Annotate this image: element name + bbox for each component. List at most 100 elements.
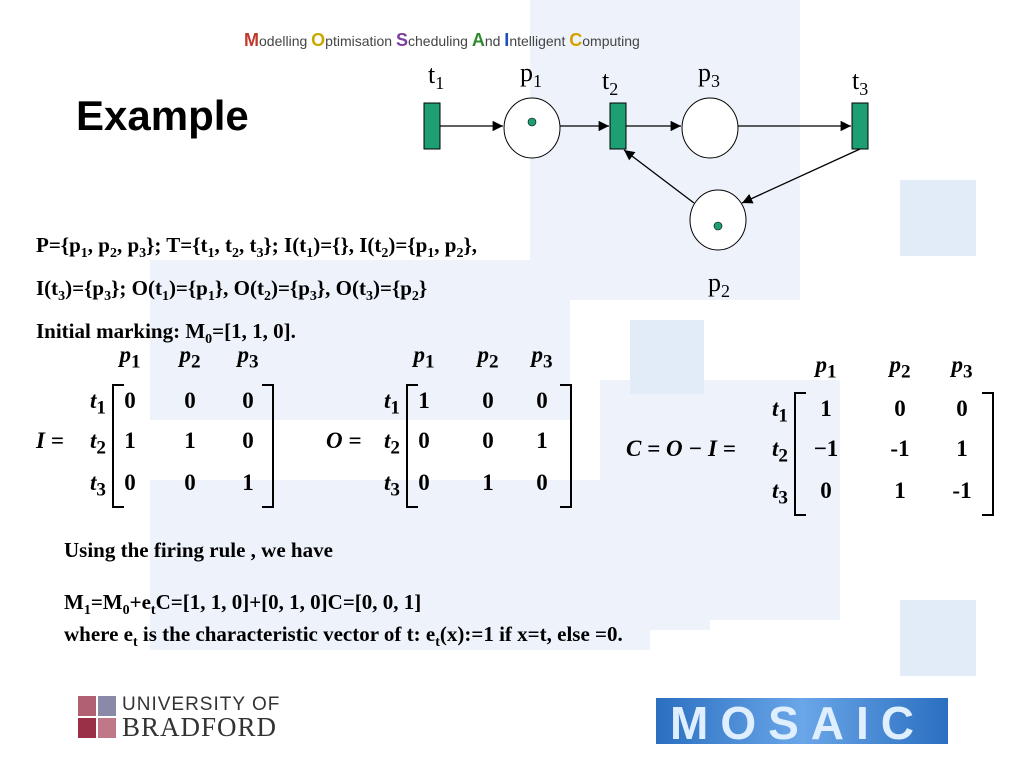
place-p3 — [681, 97, 739, 159]
token-p2 — [713, 221, 723, 231]
banner-word-rest: omputing — [582, 33, 640, 49]
label-t1: t1 — [428, 60, 445, 94]
background-block — [900, 180, 976, 256]
definition-line: I(t3)={p3}; O(t1)={p1}, O(t2)={p3}, O(t3… — [36, 276, 428, 305]
matrix-cell: 1 — [536, 428, 548, 453]
arc-t3-p2 — [741, 148, 861, 204]
matrix-cell: 0 — [124, 470, 136, 495]
place-p2 — [689, 189, 747, 251]
matrix-col-header: p2 — [889, 352, 911, 383]
definition-line: Initial marking: M0=[1, 1, 0]. — [36, 319, 296, 348]
matrix-bracket — [112, 384, 124, 508]
matrix-cell: -1 — [952, 478, 972, 503]
matrix-bracket — [406, 384, 418, 508]
matrix-cell: 0 — [242, 388, 254, 413]
banner-word-initial: C — [569, 30, 583, 50]
firing-rule-explanation: where et is the characteristic vector of… — [64, 622, 623, 651]
definition-line: P={p1, p2, p3}; T={t1, t2, t3}; I(t1)={}… — [36, 233, 478, 262]
background-block — [630, 320, 704, 394]
matrix-name: O = — [326, 428, 362, 453]
background-block — [900, 600, 976, 676]
label-p3: p3 — [698, 58, 720, 92]
matrix-cell: 0 — [482, 428, 494, 453]
matrix-cell: 1 — [418, 388, 430, 413]
place-p1 — [503, 97, 561, 159]
matrix-cell: 0 — [956, 396, 968, 421]
matrix-col-header: p2 — [179, 342, 201, 373]
banner-word-initial: M — [244, 30, 259, 50]
banner-word-initial: I — [504, 30, 510, 50]
matrix-row-header: t2 — [384, 428, 400, 459]
net-definition: P={p1, p2, p3}; T={t1, t2, t3}; I(t1)={}… — [36, 228, 477, 358]
matrix-cell: −1 — [813, 436, 839, 461]
label-t2: t2 — [602, 66, 619, 100]
matrix-col-header: p1 — [815, 352, 837, 383]
token-p1 — [527, 117, 537, 127]
matrix-cell: 0 — [418, 428, 430, 453]
header-banner: Modelling Optimisation Scheduling And In… — [244, 30, 640, 51]
matrix-cell: 0 — [482, 388, 494, 413]
matrix-col-header: p1 — [119, 342, 141, 373]
matrix-cell: 1 — [956, 436, 968, 461]
banner-word-rest: ptimisation — [325, 33, 396, 49]
matrix-cell: 1 — [124, 428, 136, 453]
university-name-line2: BRADFORD — [122, 712, 278, 742]
background-block — [150, 260, 570, 420]
matrix-bracket — [794, 392, 806, 516]
banner-word: Modelling — [244, 30, 312, 50]
matrix-cell: 1 — [894, 478, 906, 503]
firing-rule-equation: M1=M0+etC=[1, 1, 0]+[0, 1, 0]C=[0, 0, 1] — [64, 590, 422, 619]
banner-word-initial: O — [311, 30, 326, 50]
matrix-cell: 0 — [894, 396, 906, 421]
firing-rule-intro: Using the firing rule , we have — [64, 538, 333, 562]
matrix-bracket — [560, 384, 572, 508]
matrix-cell: 0 — [124, 388, 136, 413]
matrix-cell: 1 — [482, 470, 494, 495]
matrix-row-header: t1 — [384, 388, 400, 419]
page-title: Example — [76, 92, 249, 139]
matrix-col-header: p3 — [237, 342, 259, 373]
university-name-line1: UNIVERSITY OF — [122, 694, 281, 715]
background-block — [530, 0, 800, 300]
label-p2: p2 — [708, 268, 730, 302]
banner-word-rest: odelling — [259, 33, 312, 49]
matrix-row-header: t1 — [90, 388, 106, 419]
matrix-row-header: t2 — [772, 436, 788, 467]
matrix-cell: 0 — [536, 388, 548, 413]
matrix-cell: 1 — [820, 396, 832, 421]
banner-word-initial: A — [471, 30, 485, 50]
banner-word-rest: ntelligent — [509, 33, 570, 49]
transition-t2 — [609, 102, 627, 150]
matrix-bracket — [262, 384, 274, 508]
matrix-cell: 0 — [242, 428, 254, 453]
matrix-cell: 1 — [184, 428, 196, 453]
banner-word: Computing — [569, 30, 640, 50]
transition-t3 — [851, 102, 869, 150]
matrix-row-header: t3 — [772, 478, 788, 509]
matrix-row-header: t1 — [772, 396, 788, 427]
matrix-cell: 0 — [418, 470, 430, 495]
matrix-col-header: p3 — [531, 342, 553, 373]
banner-word: Scheduling — [396, 30, 472, 50]
matrix-cell: -1 — [890, 436, 910, 461]
matrix-bracket — [982, 392, 994, 516]
matrix-cell: 0 — [184, 388, 196, 413]
banner-word-rest: nd — [484, 33, 505, 49]
matrix-cell: 0 — [820, 478, 832, 503]
banner-word: Optimisation — [311, 30, 396, 50]
matrix-cell: 0 — [536, 470, 548, 495]
matrix-row-header: t3 — [90, 470, 106, 501]
matrix-col-header: p3 — [951, 352, 973, 383]
label-p1: p1 — [520, 58, 542, 92]
arc-p2-t2 — [623, 149, 695, 204]
matrix-name: C = O − I = — [626, 436, 736, 461]
banner-word: Intelligent — [504, 30, 570, 50]
mosaic-logo: MOSAIC — [656, 697, 948, 749]
transition-t1 — [423, 102, 441, 150]
matrix-name: I = — [36, 428, 64, 453]
matrix-row-header: t3 — [384, 470, 400, 501]
label-t3: t3 — [852, 66, 869, 100]
matrix-col-header: p1 — [413, 342, 435, 373]
matrix-cell: 1 — [242, 470, 254, 495]
